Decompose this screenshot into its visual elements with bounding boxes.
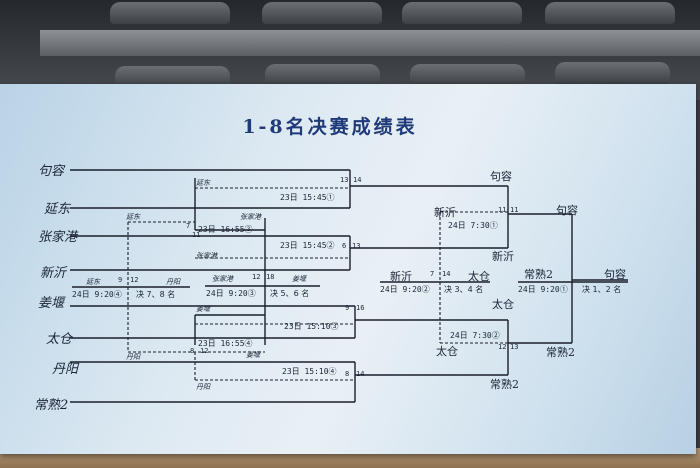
team-4-name: 新沂 xyxy=(40,266,67,281)
match-time-r1-a: 23日 15:45① xyxy=(280,193,335,202)
r1-d-low-name: 丹阳 xyxy=(196,383,210,391)
score-cons-a-top: 7 xyxy=(186,222,191,230)
p12-team-a: 常熟2 xyxy=(524,268,553,281)
score-r1-a-bot: 14 xyxy=(353,176,362,184)
semi-b-name: 太仓 xyxy=(436,345,458,358)
match-time-cons-a: 23日 16:55③ xyxy=(198,225,253,234)
score-p78-bot: 12 xyxy=(130,276,139,284)
cons-b-bot-name: 姜堰 xyxy=(246,351,260,359)
score-r1-b-bot: 13 xyxy=(352,242,361,250)
cons-a-bot-name: 张家港 xyxy=(196,252,217,260)
winner-r1-c: 太仓 xyxy=(492,298,514,311)
stadium-seats-background xyxy=(0,0,700,100)
match-time-semi-b: 24日 7:30② xyxy=(450,331,500,340)
team-7-name: 丹阳 xyxy=(52,362,79,377)
score-cons-a-bot: 11 xyxy=(192,231,201,239)
score-semi-b-bot: 13 xyxy=(510,343,519,351)
team-6-name: 太仓 xyxy=(46,332,73,347)
score-semi-a-top: 11 xyxy=(498,206,507,214)
winner-r1-b: 新沂 xyxy=(492,250,514,263)
team-3-name: 张家港 xyxy=(38,230,78,245)
match-time-r1-b: 23日 15:45② xyxy=(280,241,335,250)
score-r1-c-top: 9 xyxy=(345,304,350,312)
match-time-cons-b: 23日 16:55④ xyxy=(198,339,253,348)
team-2-name: 延东 xyxy=(44,202,71,217)
board-title: 1-8名决赛成绩表 xyxy=(242,116,418,138)
score-cons-b-top: 8 xyxy=(190,347,195,355)
score-p34-top: 7 xyxy=(430,270,435,278)
p34-team-b: 太仓 xyxy=(468,270,490,283)
match-time-1-2: 24日 9:20① xyxy=(518,285,568,294)
match-time-r1-c: 23日 15:10③ xyxy=(284,322,339,331)
p12-team-b: 句容 xyxy=(604,268,626,281)
results-board xyxy=(0,84,696,454)
score-p78-top: 9 xyxy=(118,276,123,284)
cons-b-top-name: 姜堰 xyxy=(196,305,210,313)
score-r1-d-top: 8 xyxy=(345,370,350,378)
team-1-name: 句容 xyxy=(38,164,65,179)
placement-1-2-label: 决 1、2 名 xyxy=(582,285,622,294)
p78-team-b: 丹阳 xyxy=(166,278,180,286)
score-r1-a-top: 13 xyxy=(340,176,349,184)
placement-5-6-label: 决 5、6 名 xyxy=(270,289,310,298)
match-time-semi-a: 24日 7:30① xyxy=(448,221,498,230)
score-cons-b-bot: 12 xyxy=(200,347,209,355)
score-p56-bot: 18 xyxy=(266,273,275,281)
team-5-name: 姜堰 xyxy=(38,296,65,311)
score-semi-b-top: 12 xyxy=(498,343,507,351)
p78-team-a: 延东 xyxy=(86,278,100,286)
team-8-name: 常熟2 xyxy=(34,398,69,413)
score-r1-b-top: 6 xyxy=(342,242,347,250)
left-col-top-name: 延东 xyxy=(126,213,140,221)
score-semi-a-bot: 11 xyxy=(510,206,519,214)
p56-team-b: 姜堰 xyxy=(292,275,306,283)
final-winner: 句容 xyxy=(556,204,578,217)
cons-a-top2-name: 张家港 xyxy=(240,213,261,221)
score-p56-top: 12 xyxy=(252,273,261,281)
match-time-r1-d: 23日 15:10④ xyxy=(282,367,337,376)
placement-7-8-label: 决 7、8 名 xyxy=(136,290,176,299)
match-time-5-6: 24日 9:20③ xyxy=(206,289,256,298)
p34-team-a: 新沂 xyxy=(390,270,412,283)
cons-a-top-name: 延东 xyxy=(196,179,210,187)
match-time-3-4: 24日 9:20② xyxy=(380,285,430,294)
left-col-bot-name: 丹阳 xyxy=(126,353,140,361)
score-r1-d-bot: 14 xyxy=(356,370,365,378)
match-time-7-8: 24日 9:20④ xyxy=(72,290,122,299)
score-r1-c-bot: 16 xyxy=(356,304,365,312)
final-runner-up: 常熟2 xyxy=(546,346,575,359)
placement-3-4-label: 决 3、4 名 xyxy=(444,285,484,294)
score-p34-bot: 14 xyxy=(442,270,451,278)
semi-a-name: 新沂 xyxy=(434,206,456,219)
winner-r1-a: 句容 xyxy=(490,170,512,183)
p56-team-a: 张家港 xyxy=(212,275,233,283)
winner-r1-d: 常熟2 xyxy=(490,378,519,391)
